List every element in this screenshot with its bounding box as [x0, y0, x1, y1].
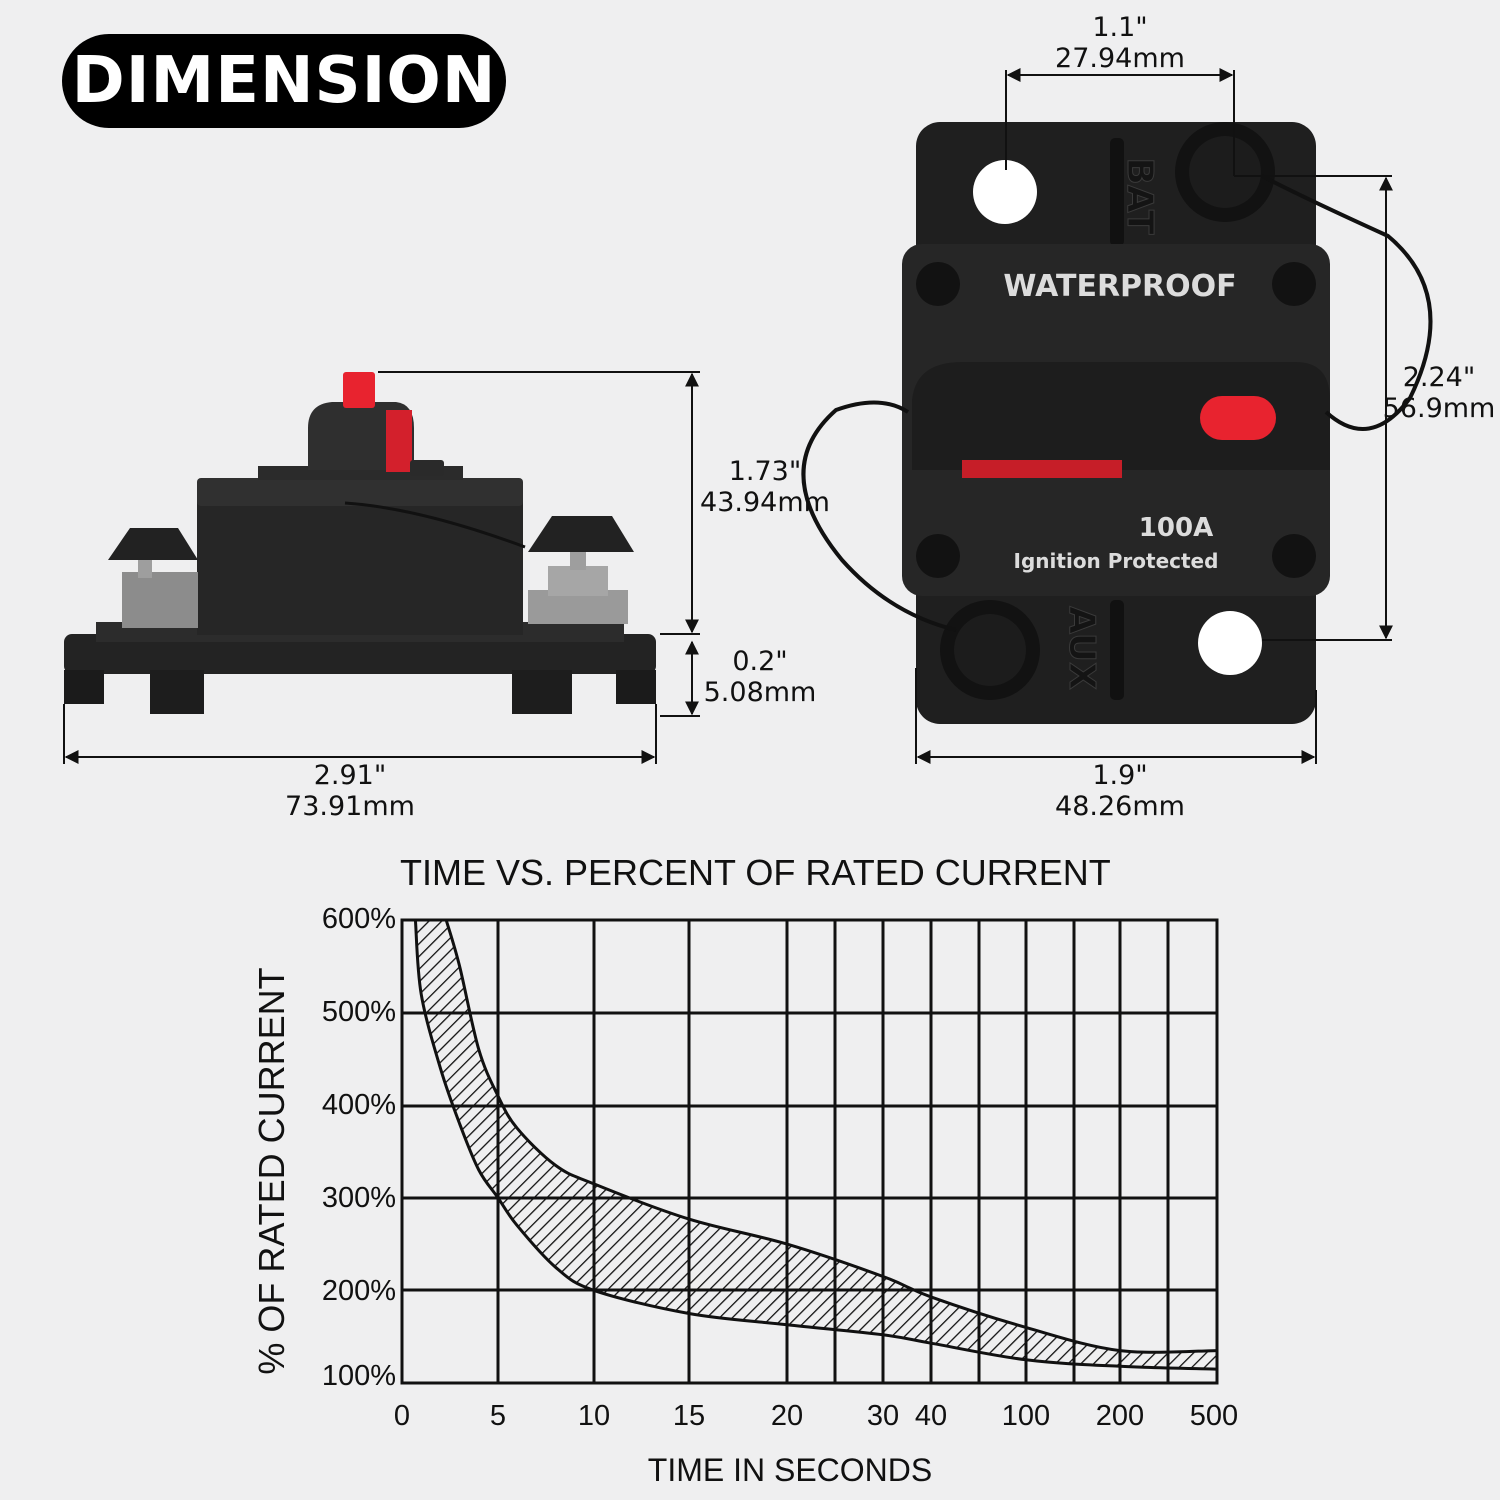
- trip-band-lower-curve: [413, 919, 1218, 1371]
- stud-spacing-label: 1.1" 27.94mm: [1040, 12, 1200, 74]
- y-tick-300: 300%: [321, 1182, 396, 1214]
- x-tick-20: 20: [770, 1400, 804, 1432]
- side-height-mm: 43.94mm: [700, 487, 830, 518]
- x-tick-100: 100: [1001, 1400, 1051, 1432]
- terminal-aux-label: AUX: [1061, 606, 1102, 690]
- stud-spacing-mm: 27.94mm: [1055, 43, 1185, 74]
- x-tick-30: 30: [866, 1400, 900, 1432]
- ignition-label: Ignition Protected: [1014, 549, 1219, 573]
- y-tick-100: 100%: [321, 1360, 396, 1392]
- mount-hole-top-icon: [973, 160, 1037, 224]
- trip-band-upper-curve: [444, 919, 1218, 1354]
- waterproof-label: WATERPROOF: [1003, 269, 1236, 304]
- y-tick-400: 400%: [321, 1089, 396, 1121]
- reset-button[interactable]: [1200, 396, 1276, 440]
- side-width-mm: 73.91mm: [285, 791, 415, 822]
- front-view-dimension-lines: [915, 68, 1393, 764]
- front-width-mm: 48.26mm: [1055, 791, 1185, 822]
- side-view-dimension-lines: [63, 371, 700, 764]
- mount-hole-bottom-icon: [1198, 611, 1262, 675]
- rating-label: 100A: [1139, 513, 1213, 543]
- y-tick-200: 200%: [321, 1275, 396, 1307]
- chart-title: TIME VS. PERCENT OF RATED CURRENT: [400, 852, 1111, 893]
- x-tick-15: 15: [672, 1400, 706, 1432]
- base-height-label: 0.2" 5.08mm: [700, 646, 820, 708]
- x-tick-10: 10: [577, 1400, 611, 1432]
- trip-curve-chart: [400, 918, 1219, 1385]
- x-tick-40: 40: [914, 1400, 948, 1432]
- terminal-bat-label: BAT: [1119, 157, 1160, 235]
- x-tick-500: 500: [1189, 1400, 1239, 1432]
- front-width-label: 1.9" 48.26mm: [1040, 760, 1200, 822]
- chart-x-axis-label: TIME IN SECONDS: [647, 1452, 933, 1488]
- x-tick-0: 0: [393, 1400, 411, 1432]
- side-view-breaker: [64, 372, 656, 714]
- y-tick-600: 600%: [321, 903, 396, 935]
- base-height-inches: 0.2": [732, 646, 788, 677]
- front-height-label: 2.24" 56.9mm: [1380, 362, 1498, 424]
- x-tick-5: 5: [489, 1400, 507, 1432]
- chart-y-axis-label: % OF RATED CURRENT: [251, 967, 292, 1375]
- chart-frame: [400, 918, 1219, 1385]
- stud-spacing-inches: 1.1": [1092, 12, 1148, 43]
- front-height-mm: 56.9mm: [1382, 393, 1496, 424]
- base-height-mm: 5.08mm: [703, 677, 817, 708]
- front-width-inches: 1.9": [1092, 760, 1148, 791]
- trip-band-area: [415, 920, 1217, 1370]
- side-width-label: 2.91" 73.91mm: [270, 760, 430, 822]
- front-height-inches: 2.24": [1402, 362, 1476, 393]
- x-tick-200: 200: [1095, 1400, 1145, 1432]
- side-height-inches: 1.73": [728, 456, 802, 487]
- y-tick-500: 500%: [321, 996, 396, 1028]
- front-view-breaker: WATERPROOF 100A Ignition Protected BAT A…: [801, 122, 1433, 724]
- dimension-badge: DIMENSION: [62, 34, 506, 128]
- side-height-label: 1.73" 43.94mm: [700, 456, 830, 518]
- side-width-inches: 2.91": [313, 760, 387, 791]
